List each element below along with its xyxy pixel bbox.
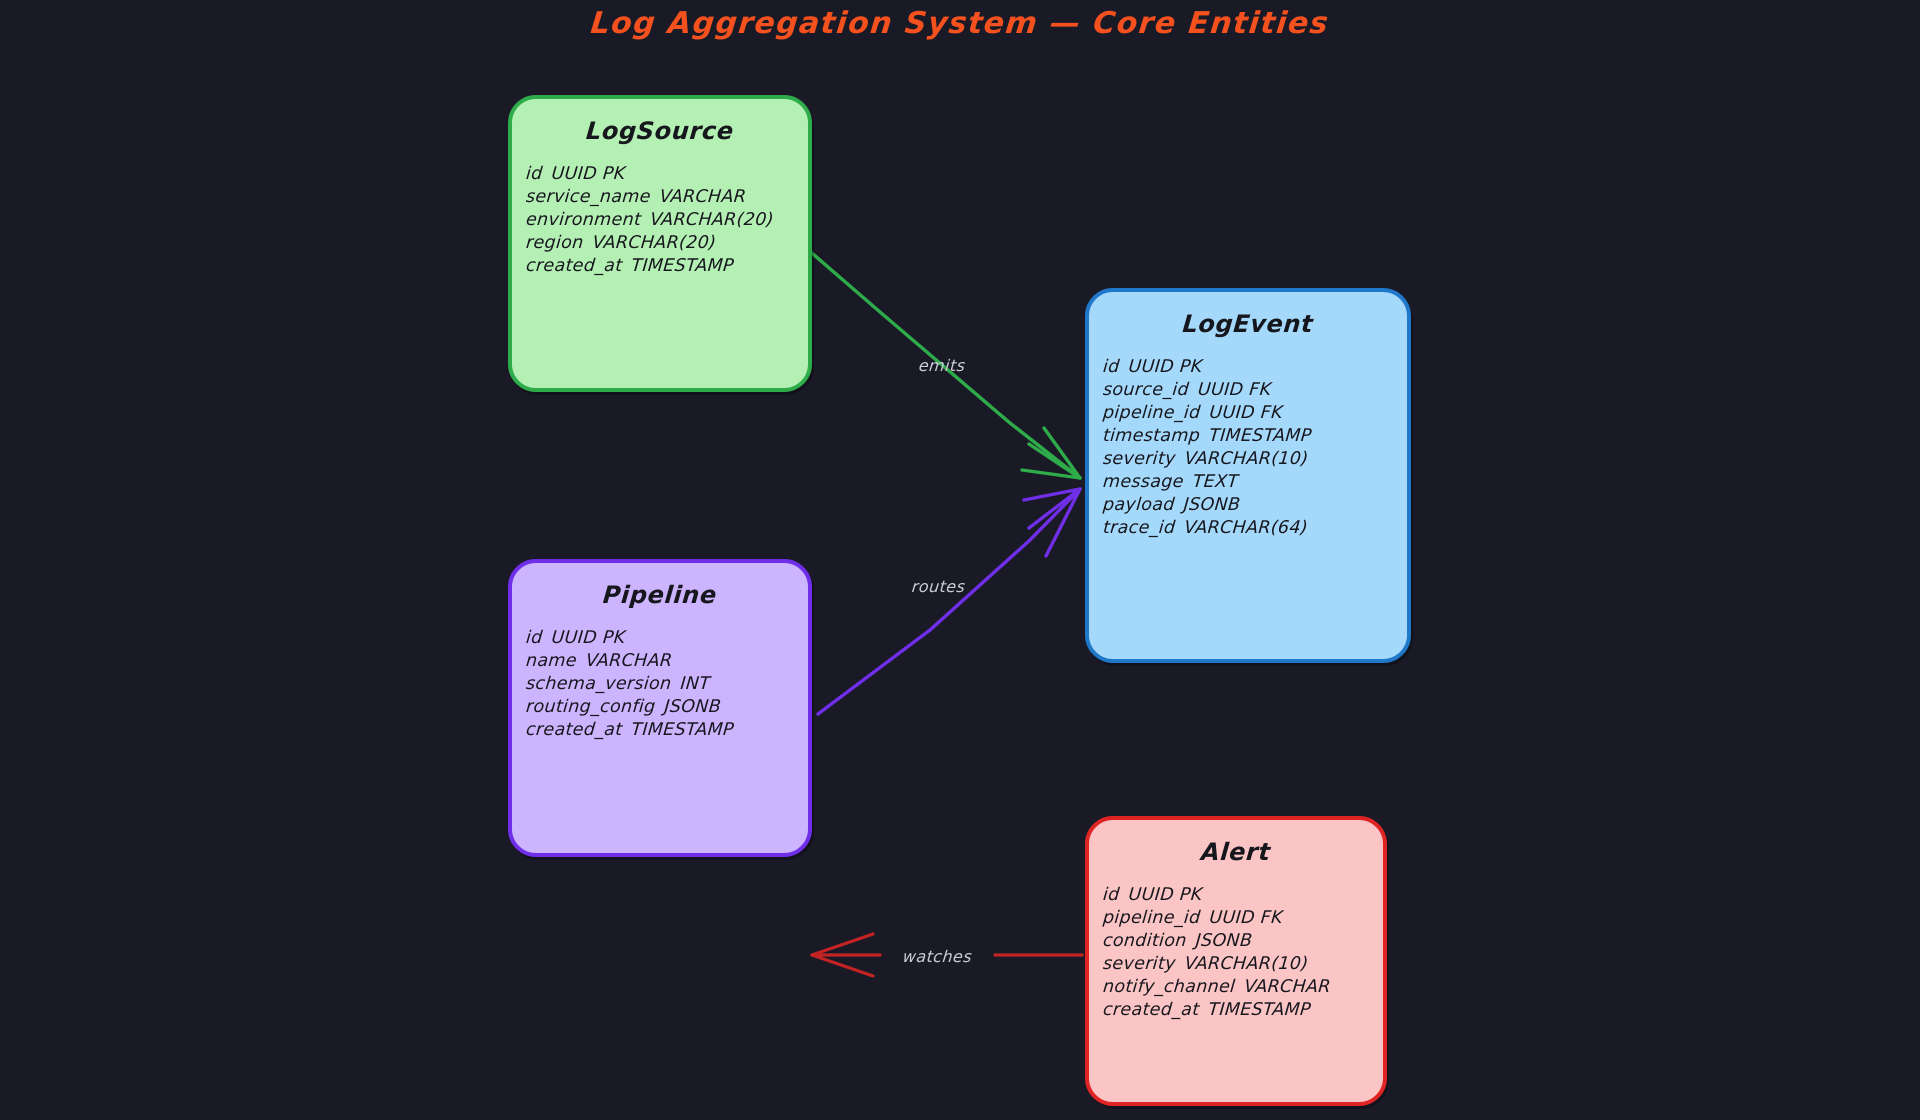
field-row: source_id UUID FK (1102, 379, 1408, 402)
field-type: VARCHAR(10) (1183, 449, 1310, 469)
field-row: notify_channel VARCHAR (1102, 976, 1384, 999)
field-row: timestamp TIMESTAMP (1102, 425, 1408, 448)
field-row: id UUID PK (525, 163, 809, 186)
field-row: id UUID PK (1102, 884, 1384, 907)
entity-title-alert: Alert (1200, 838, 1272, 866)
field-name: pipeline_id (1102, 908, 1202, 928)
field-name: severity (1102, 954, 1177, 974)
entity-box-alert[interactable]: Alert id UUID PK pipeline_id UUID FK condi… (1085, 816, 1387, 1106)
field-type: VARCHAR(10) (1183, 954, 1310, 974)
field-name: id (525, 164, 544, 184)
field-row: created_at TIMESTAMP (1102, 999, 1384, 1022)
field-type: UUID PK (1127, 885, 1204, 905)
field-name: environment (525, 210, 643, 230)
field-row: created_at TIMESTAMP (525, 719, 809, 742)
field-row: schema_version INT (525, 673, 809, 696)
field-name: source_id (1102, 380, 1190, 400)
edge-label-watches: watches (902, 947, 974, 966)
field-type: UUID PK (550, 164, 627, 184)
field-row: service_name VARCHAR (525, 186, 809, 209)
field-type: TIMESTAMP (1207, 1000, 1312, 1020)
field-list-alert: id UUID PK pipeline_id UUID FK condition JS… (1102, 884, 1384, 1022)
field-type: VARCHAR(20) (591, 233, 718, 253)
field-type: JSONB (1182, 495, 1242, 515)
field-name: notify_channel (1102, 977, 1237, 997)
field-type: UUID FK (1197, 380, 1273, 400)
field-row: id UUID PK (1102, 356, 1408, 379)
field-row: routing_config JSONB (525, 696, 809, 719)
field-row: payload JSONB (1102, 494, 1408, 517)
field-type: VARCHAR (658, 187, 748, 207)
field-type: UUID FK (1208, 403, 1284, 423)
relationship-edge-routes (816, 487, 1082, 716)
field-row: region VARCHAR(20) (525, 232, 809, 255)
field-name: created_at (525, 256, 624, 276)
field-row: message TEXT (1102, 471, 1408, 494)
field-name: id (1102, 885, 1121, 905)
field-type: VARCHAR(64) (1183, 518, 1309, 538)
field-name: name (525, 651, 578, 671)
field-type: VARCHAR (585, 651, 674, 671)
entity-title-logevent: LogEvent (1181, 310, 1315, 338)
field-type: UUID FK (1208, 908, 1284, 928)
field-name: pipeline_id (1102, 403, 1202, 423)
field-type: JSONB (1194, 931, 1254, 951)
field-name: condition (1102, 931, 1188, 951)
field-type: VARCHAR(20) (649, 210, 775, 230)
field-row: condition JSONB (1102, 930, 1384, 953)
field-name: trace_id (1102, 518, 1177, 538)
field-type: TEXT (1191, 472, 1240, 492)
page-title: Log Aggregation System — Core Entities (589, 6, 1331, 41)
field-type: TIMESTAMP (1208, 426, 1313, 446)
field-row: created_at TIMESTAMP (525, 255, 809, 278)
field-type: TIMESTAMP (630, 720, 735, 740)
edge-label-routes: routes (911, 577, 967, 596)
field-row: pipeline_id UUID FK (1102, 907, 1384, 930)
field-row: trace_id VARCHAR(64) (1102, 517, 1408, 540)
field-name: routing_config (525, 697, 657, 717)
field-name: created_at (525, 720, 624, 740)
field-name: schema_version (525, 674, 673, 694)
field-row: environment VARCHAR(20) (525, 209, 809, 232)
field-row: severity VARCHAR(10) (1102, 448, 1408, 471)
field-type: JSONB (663, 697, 722, 717)
edge-label-emits: emits (918, 356, 967, 375)
field-name: region (525, 233, 585, 253)
field-type: INT (679, 674, 712, 694)
entity-box-logsource[interactable]: LogSource id UUID PK service_name VARCHAR … (508, 95, 812, 392)
field-list-logsource: id UUID PK service_name VARCHAR environmen… (525, 163, 809, 278)
field-name: message (1102, 472, 1185, 492)
field-row: severity VARCHAR(10) (1102, 953, 1384, 976)
entity-box-pipeline[interactable]: Pipeline id UUID PK name VARCHAR schema_ve… (508, 559, 812, 857)
field-name: created_at (1102, 1000, 1201, 1020)
field-type: VARCHAR (1243, 977, 1332, 997)
entity-title-pipeline: Pipeline (601, 581, 719, 609)
entity-title-logsource: LogSource (584, 117, 736, 145)
field-name: service_name (525, 187, 652, 207)
field-type: UUID PK (550, 628, 627, 648)
field-name: id (525, 628, 544, 648)
field-name: payload (1102, 495, 1176, 515)
field-row: name VARCHAR (525, 650, 809, 673)
field-name: timestamp (1102, 426, 1202, 446)
field-name: severity (1102, 449, 1177, 469)
field-row: id UUID PK (525, 627, 809, 650)
field-row: pipeline_id UUID FK (1102, 402, 1408, 425)
field-type: TIMESTAMP (630, 256, 735, 276)
field-type: UUID PK (1127, 357, 1204, 377)
field-name: id (1102, 357, 1121, 377)
